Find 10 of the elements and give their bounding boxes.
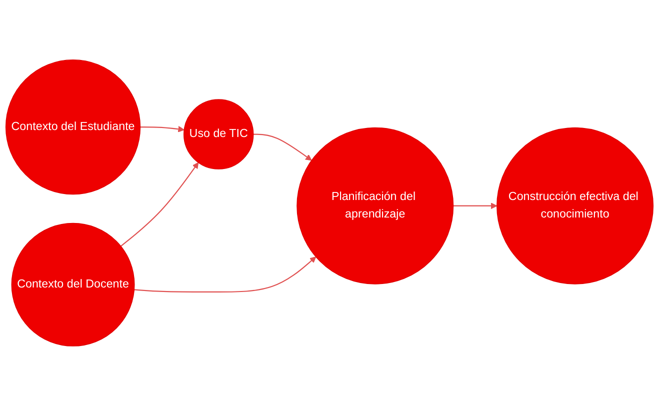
node-circle: Uso de TIC: [183, 99, 254, 170]
node-circle: Contexto del Docente: [11, 223, 135, 346]
node-circle: Construcción efectiva del conocimiento: [496, 127, 654, 284]
node-circle: Contexto del Estudiante: [5, 60, 141, 195]
arrow: [134, 256, 316, 293]
arrow: [120, 162, 199, 247]
arrow: [453, 202, 498, 210]
node-circle: Planificación del aprendizaje: [296, 127, 454, 284]
arrow: [140, 126, 184, 132]
arrow: [253, 134, 312, 161]
